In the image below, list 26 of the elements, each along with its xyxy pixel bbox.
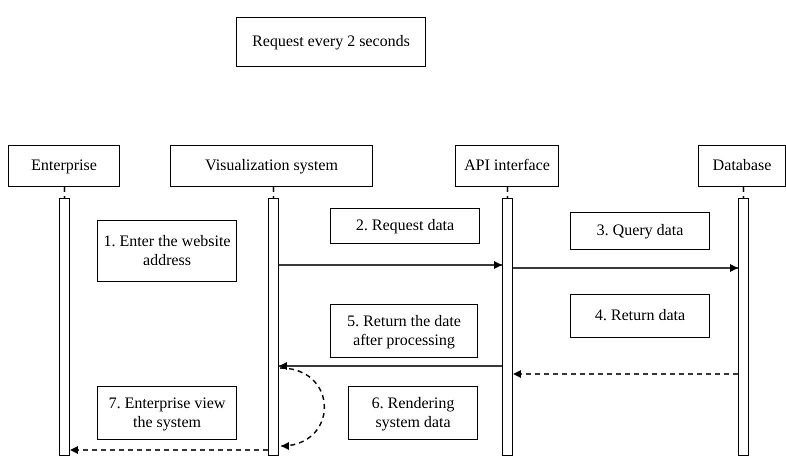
lifeline-connector [742,187,744,198]
message-box: 7. Enterprise view the system [97,386,237,440]
lifeline-connector [506,187,508,198]
message-box: 1. Enter the website address [97,220,237,282]
message-arrow [513,264,738,272]
participant-box: Visualization system [170,145,373,187]
participant-box: Enterprise [8,145,120,187]
note-box: Request every 2 seconds [236,17,426,67]
message-arrow [513,370,738,378]
curved-arrow [280,367,326,450]
lifeline-bar [502,198,513,456]
lifeline-connector [64,187,66,198]
lifeline-bar [738,198,749,456]
message-box: 5. Return the date after processing [330,304,478,358]
message-arrow [70,446,268,454]
lifeline-connector [272,187,274,198]
message-box: 3. Query data [570,212,710,250]
lifeline-bar [268,198,279,456]
message-arrow [279,362,502,370]
participant-box: API interface [455,145,559,187]
lifeline-bar [59,198,70,456]
message-arrow [279,261,502,269]
message-box: 6. Rendering system data [348,386,478,440]
participant-box: Database [698,145,786,187]
message-box: 2. Request data [330,208,480,244]
message-box: 4. Return data [570,294,710,338]
